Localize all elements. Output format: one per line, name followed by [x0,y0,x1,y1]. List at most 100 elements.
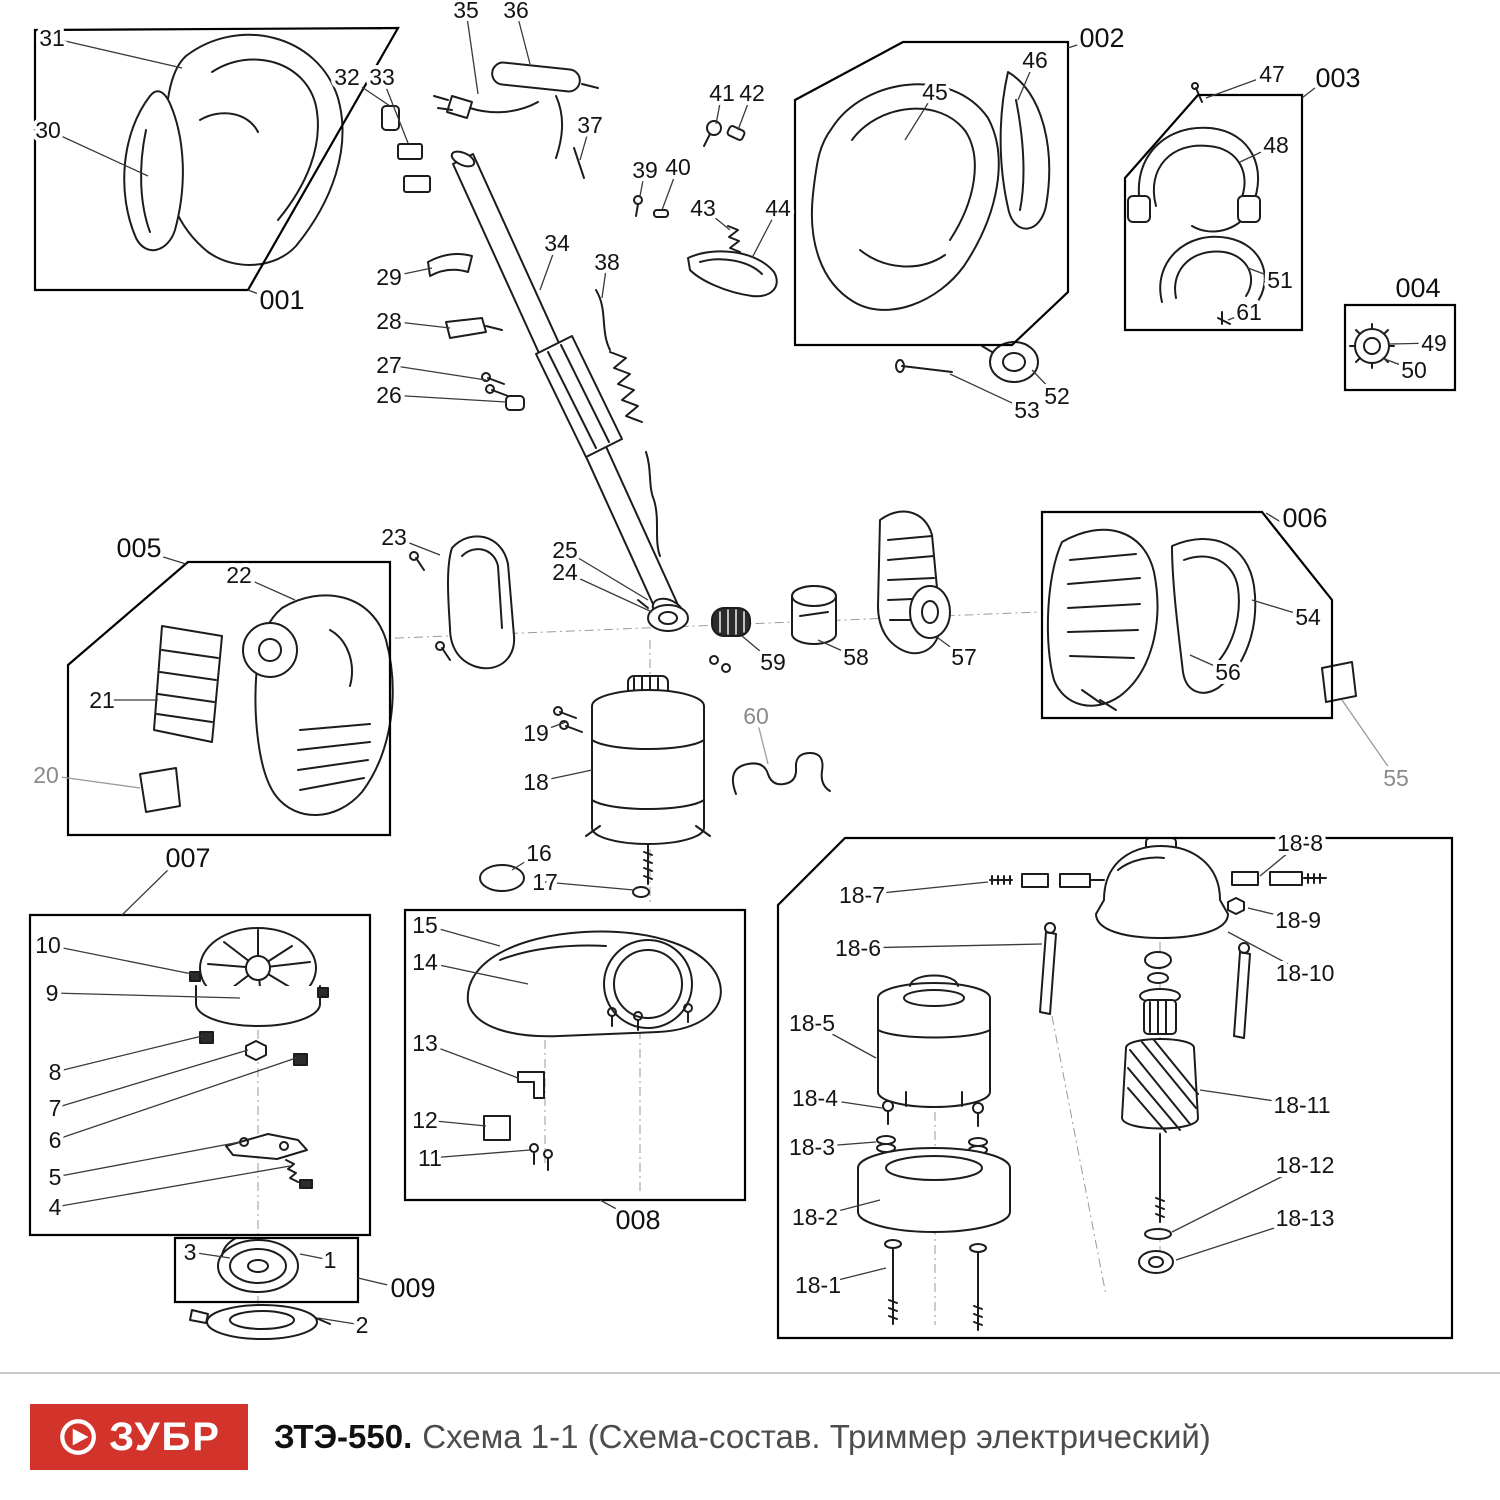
part-leader-28 [388,320,451,329]
part-leader-37 [579,124,591,161]
part-label-18-4: 18-4 [792,1085,838,1111]
part-label-45: 45 [922,79,948,105]
group-box-009 [173,1236,360,1304]
part-label-21: 21 [89,687,115,713]
group-box-005 [66,560,392,837]
part-leader-14 [424,961,529,985]
part-label-58: 58 [843,644,869,670]
group-leader [357,1277,393,1287]
part-leader-13 [424,1042,519,1079]
sketch-part-18-11-armature [1121,988,1199,1223]
part-label-18-3: 18-3 [789,1134,835,1160]
group-box-007 [28,913,372,1237]
sketch-part-39-40-screws [633,195,669,218]
sketch-part-46-cover [999,71,1051,230]
part-leader-30 [47,129,149,177]
part-label-34: 34 [544,230,570,256]
part-leader-18-8 [1259,842,1301,877]
part-leader-2 [317,1317,363,1326]
sketch-part-guard [466,930,722,1038]
part-label-18-5: 18-5 [789,1010,835,1036]
group-box-003 [1123,93,1304,332]
group-label-005: 005 [116,533,161,563]
sketch-part-9-bolt [317,987,329,998]
part-label-51: 51 [1267,267,1293,293]
part-label-53: 53 [1014,397,1040,423]
sketch-part-51-handle-loop [1159,235,1266,305]
part-label-46: 46 [1022,47,1048,73]
sketch-part-18-2-housing [857,1147,1011,1233]
part-label-33: 33 [369,64,395,90]
part-label-31: 31 [39,25,65,51]
sketch-part-48-handle-loop [1127,126,1261,233]
sketch-part-59-spring [711,607,751,637]
part-label-18-1: 18-1 [795,1272,841,1298]
sketch-part-49-50-knob [1349,323,1395,369]
part-leader-18-6 [857,943,1043,949]
sketch-part-27-screws [481,372,509,397]
part-label-18-13: 18-13 [1276,1205,1335,1231]
part-leader-59 [741,635,774,663]
part-label-35: 35 [453,0,479,23]
part-leader-57 [937,637,965,658]
part-leader-48 [1239,144,1277,163]
sketch-part-61-bolt [1217,311,1231,325]
part-leader-36 [515,9,531,65]
part-label-25: 25 [552,537,578,563]
part-label-55: 55 [1383,765,1409,791]
sketch-part-54-guard-cover [1171,538,1257,694]
sketch-part-18-10-gearbox [1095,837,1229,984]
group-leader [121,867,171,916]
part-label-42: 42 [739,80,765,106]
sketch-part-32-33-switch-parts [381,105,431,193]
sketch-part-35-plug [433,95,473,119]
sketch-part-24-25-clamp [637,599,731,673]
part-label-28: 28 [376,308,402,334]
part-leader-52 [1031,369,1058,397]
part-label-18-9: 18-9 [1275,907,1321,933]
part-label-18-7: 18-7 [839,882,885,908]
group-leader [1067,41,1087,49]
part-label-56: 56 [1215,659,1241,685]
part-leader-54 [1251,599,1309,618]
part-leader-34 [539,242,558,291]
zubr-emblem-icon [60,1419,96,1455]
part-leader-18-2 [814,1199,881,1218]
part-leader-40 [661,166,679,211]
part-leader-10 [47,944,193,975]
schema-title: ЗТЭ-550.Схема 1-1 (Схема-состав. Триммер… [274,1418,1211,1456]
part-leader-16 [511,852,540,871]
part-leader-5 [54,1141,241,1178]
part-label-49: 49 [1421,330,1447,356]
sketch-part-60-bracket [732,752,831,795]
sketch-part-7-nut [245,1040,267,1061]
part-label-44: 44 [765,195,791,221]
sketch-part-26-clamp-half [505,395,525,411]
part-leader-18-1 [817,1267,887,1286]
sketch-part-21-panel [153,625,223,743]
part-leader-41 [715,92,723,125]
group-leader [599,1199,623,1213]
part-leader-33 [381,76,409,144]
part-label-22: 22 [226,562,252,588]
part-label-18-12: 18-12 [1276,1152,1335,1178]
part-label-23: 23 [381,524,407,550]
group-label-004: 004 [1395,273,1440,303]
sketch-part-31-handle-shell [162,33,344,266]
part-leader-18-10 [1227,931,1306,974]
sketch-part-18-7-brushes [989,873,1105,888]
part-label-27: 27 [376,352,402,378]
part-label-20: 20 [33,762,59,788]
sketch-part-spool [217,1237,299,1293]
part-leader-56 [1189,654,1229,673]
sketch-part-30-handle-cover [123,90,184,252]
sketch-part-36-cord-guard [469,61,599,159]
sketch-part-18-13-bearing [1138,1250,1174,1274]
part-label-18-2: 18-2 [792,1204,838,1230]
sketch-part-18-6-brush-holders [1039,922,1251,1039]
group-label-007: 007 [165,843,210,873]
sketch-part-17-nut [632,886,650,898]
